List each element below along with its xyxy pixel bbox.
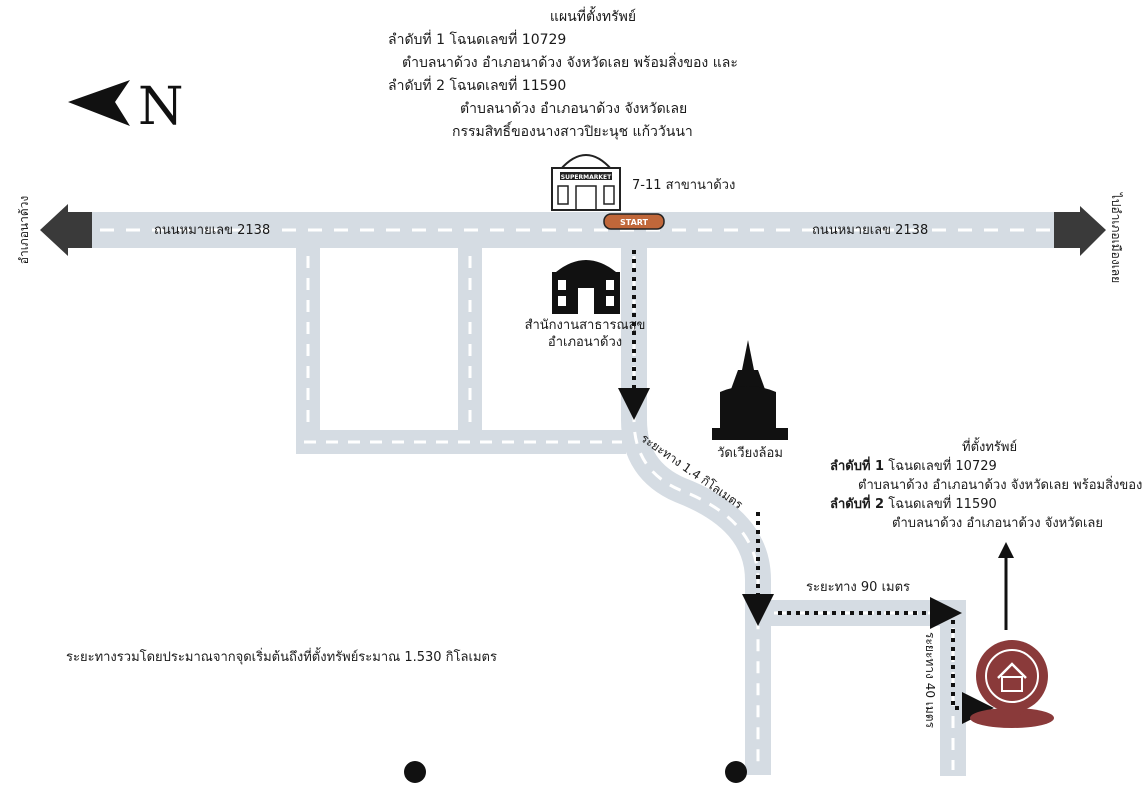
west-end-label: อำเภอนาด้วง bbox=[17, 196, 31, 265]
title-line-2: ตำบลนาด้วง อำเภอนาด้วง จังหวัดเลย พร้อมส… bbox=[402, 55, 738, 71]
title-line-4: ตำบลนาด้วง อำเภอนาด้วง จังหวัดเลย bbox=[460, 101, 688, 117]
start-badge bbox=[603, 213, 665, 230]
health-office-icon bbox=[552, 260, 620, 314]
dot-marker-2 bbox=[725, 761, 747, 783]
property-item-1: ลำดับที่ 1 โฉนดเลขที่ 10729 bbox=[830, 459, 997, 475]
route-path bbox=[618, 250, 994, 724]
property-item-2-text: โฉนดเลขที่ 11590 bbox=[884, 497, 997, 512]
map-title-block: แผนที่ตั้งทรัพย์ ลำดับที่ 1 โฉนดเลขที่ 1… bbox=[388, 6, 768, 144]
property-pin-icon bbox=[970, 640, 1054, 728]
health-office-label-2: อำเภอนาด้วง bbox=[547, 335, 623, 350]
total-distance-label: ระยะทางรวมโดยประมาณจากจุดเริ่มต้นถึงที่ต… bbox=[66, 650, 497, 665]
map-heading: แผนที่ตั้งทรัพย์ bbox=[549, 9, 637, 25]
property-item-2: ลำดับที่ 2 โฉนดเลขที่ 11590 bbox=[830, 497, 997, 513]
temple-label: วัดเวียงล้อม bbox=[717, 446, 783, 461]
north-arrow-icon bbox=[68, 80, 130, 126]
distance-south-label: ระยะทาง 40 เมตร bbox=[923, 632, 937, 729]
title-line-3: ลำดับที่ 2 โฉนดเลขที่ 11590 bbox=[388, 78, 567, 94]
west-arrow-icon bbox=[40, 204, 92, 256]
east-arrow-icon bbox=[1054, 206, 1106, 256]
property-item-1-location: ตำบลนาด้วง อำเภอนาด้วง จังหวัดเลย พร้อมส… bbox=[858, 478, 1143, 493]
compass-letter: N bbox=[138, 77, 184, 137]
title-line-1: ลำดับที่ 1 โฉนดเลขที่ 10729 bbox=[388, 32, 567, 48]
property-item-1-label: ลำดับที่ 1 bbox=[830, 459, 885, 474]
property-heading: ที่ตั้งทรัพย์ bbox=[962, 440, 1018, 455]
start-label: START bbox=[620, 218, 649, 227]
property-north-arrow bbox=[998, 542, 1014, 630]
supermarket-label: 7-11 สาขานาด้วง bbox=[632, 178, 736, 193]
property-item-1-text: โฉนดเลขที่ 10729 bbox=[884, 459, 997, 474]
east-end-label: ไปอำเภอเมืองเลย bbox=[1109, 192, 1123, 283]
distance-east-label: ระยะทาง 90 เมตร bbox=[806, 580, 911, 595]
supermarket-sign: SUPERMARKET bbox=[561, 174, 612, 181]
dot-marker-1 bbox=[404, 761, 426, 783]
road-label-left: ถนนหมายเลข 2138 bbox=[154, 223, 271, 238]
supermarket-icon bbox=[551, 154, 621, 211]
side-roads bbox=[296, 248, 626, 454]
health-office-label-1: สำนักงานสาธารณสุข bbox=[524, 318, 646, 333]
property-item-2-location: ตำบลนาด้วง อำเภอนาด้วง จังหวัดเลย bbox=[892, 516, 1104, 531]
temple-icon bbox=[712, 340, 788, 440]
title-line-5: กรรมสิทธิ์ของนางสาวปิยะนุช แก้ววันนา bbox=[452, 124, 693, 140]
property-item-2-label: ลำดับที่ 2 bbox=[830, 497, 885, 512]
road-label-right: ถนนหมายเลข 2138 bbox=[812, 223, 929, 238]
main-road bbox=[80, 212, 1070, 248]
